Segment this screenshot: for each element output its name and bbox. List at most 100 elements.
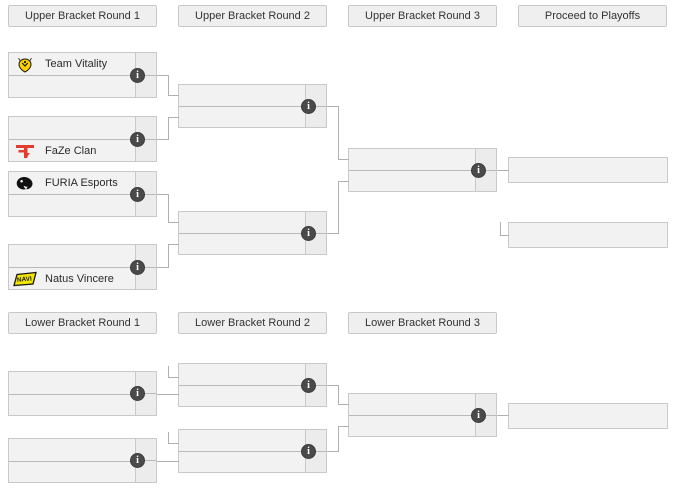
round-header-label: Upper Bracket Round 2 bbox=[195, 10, 310, 22]
match-row-top[interactable] bbox=[179, 430, 306, 451]
info-icon-glyph: i bbox=[307, 379, 310, 391]
score-column bbox=[136, 172, 156, 216]
match-info-icon[interactable]: i bbox=[301, 226, 316, 241]
match-row-top[interactable] bbox=[9, 245, 136, 267]
match-info-icon[interactable]: i bbox=[130, 187, 145, 202]
match-info-icon[interactable]: i bbox=[301, 378, 316, 393]
match-row-bottom[interactable]: NAVI Natus Vincere bbox=[9, 267, 136, 289]
lb-advance-slot[interactable] bbox=[508, 403, 668, 429]
team-name: FURIA Esports bbox=[45, 177, 118, 189]
match-ubr1-m4[interactable]: NAVI Natus Vincere bbox=[8, 244, 157, 290]
score-bottom bbox=[136, 74, 156, 98]
info-icon-glyph: i bbox=[307, 100, 310, 112]
connector-ubr2-m2-in-bottom bbox=[168, 244, 179, 245]
match-row-top[interactable] bbox=[179, 85, 306, 106]
match-info-icon[interactable]: i bbox=[301, 99, 316, 114]
team-name: Team Vitality bbox=[45, 58, 108, 70]
connector-lbr3-out bbox=[497, 415, 509, 416]
score-bottom bbox=[306, 450, 326, 473]
team-name: Natus Vincere bbox=[45, 272, 114, 285]
connector-ubr1-m4-out bbox=[157, 267, 169, 268]
score-bottom bbox=[476, 414, 496, 437]
match-row-top[interactable] bbox=[179, 212, 306, 233]
match-row-top[interactable] bbox=[9, 439, 136, 461]
info-icon-glyph: i bbox=[307, 445, 310, 457]
qualified-team-row[interactable] bbox=[509, 158, 667, 182]
connector-ubr2-m1-in-bottom bbox=[168, 117, 179, 118]
match-info-icon[interactable]: i bbox=[301, 444, 316, 459]
match-row-bottom[interactable] bbox=[9, 393, 136, 415]
playoff-slot-1[interactable] bbox=[508, 157, 668, 183]
match-row-bottom[interactable] bbox=[179, 106, 306, 127]
connector-lbr2-m1-out bbox=[327, 385, 339, 386]
match-lbr3-m1[interactable] bbox=[348, 393, 497, 437]
qualified-team-row[interactable] bbox=[509, 404, 667, 428]
score-bottom bbox=[136, 460, 156, 482]
round-header-lower-bracket-round-2[interactable]: Lower Bracket Round 2 bbox=[178, 312, 327, 334]
match-row-top[interactable] bbox=[9, 117, 136, 139]
score-bottom bbox=[136, 393, 156, 415]
match-info-icon[interactable]: i bbox=[130, 453, 145, 468]
round-header-upper-bracket-round-2[interactable]: Upper Bracket Round 2 bbox=[178, 5, 327, 27]
connector-ubr1-m2-vert bbox=[168, 117, 169, 140]
connector-playoff-slot-2-stub-horz bbox=[500, 235, 509, 236]
round-header-lower-bracket-round-1[interactable]: Lower Bracket Round 1 bbox=[8, 312, 157, 334]
match-info-icon[interactable]: i bbox=[471, 163, 486, 178]
match-row-top[interactable] bbox=[349, 394, 476, 415]
connector-ubr1-m1-out bbox=[157, 75, 169, 76]
match-row-bottom[interactable] bbox=[9, 460, 136, 482]
round-header-label: Lower Bracket Round 3 bbox=[365, 317, 480, 329]
match-info-icon[interactable]: i bbox=[130, 260, 145, 275]
score-bottom bbox=[476, 169, 496, 192]
connector-lbr2-m2-stub-horz bbox=[168, 443, 179, 444]
score-column bbox=[136, 117, 156, 161]
round-header-upper-bracket-round-1[interactable]: Upper Bracket Round 1 bbox=[8, 5, 157, 27]
match-info-icon[interactable]: i bbox=[471, 408, 486, 423]
playoff-slot-2[interactable] bbox=[508, 222, 668, 248]
match-row-bottom[interactable] bbox=[9, 75, 136, 97]
connector-ubr2-m1-out bbox=[327, 106, 339, 107]
connector-ubr1-m2-out bbox=[157, 139, 169, 140]
match-info-icon[interactable]: i bbox=[130, 386, 145, 401]
match-info-icon[interactable]: i bbox=[130, 132, 145, 147]
round-header-label: Proceed to Playoffs bbox=[544, 10, 641, 22]
round-header-proceed-to-playoffs[interactable]: Proceed to Playoffs bbox=[518, 5, 667, 27]
info-icon-glyph: i bbox=[136, 387, 139, 399]
match-ubr1-m2[interactable]: FaZe Clan bbox=[8, 116, 157, 162]
match-row-bottom[interactable] bbox=[349, 415, 476, 436]
match-ubr1-m1[interactable]: Team Vitality bbox=[8, 52, 157, 98]
score-column bbox=[136, 439, 156, 482]
match-row-bottom[interactable]: FaZe Clan bbox=[9, 139, 136, 161]
info-icon-glyph: i bbox=[136, 133, 139, 145]
info-icon-glyph: i bbox=[136, 69, 139, 81]
connector-lbr2-m2-vert bbox=[338, 426, 339, 452]
match-row-bottom[interactable] bbox=[179, 385, 306, 406]
navi-logo: NAVI bbox=[13, 269, 37, 289]
connector-ubr1-m3-out bbox=[157, 194, 169, 195]
round-header-lower-bracket-round-3[interactable]: Lower Bracket Round 3 bbox=[348, 312, 497, 334]
match-row-bottom[interactable] bbox=[349, 170, 476, 191]
connector-ubr2-m2-vert bbox=[338, 181, 339, 234]
connector-lbr2-m2-stub-vert bbox=[168, 432, 169, 444]
info-icon-glyph: i bbox=[136, 188, 139, 200]
connector-lbr1-m2-out bbox=[157, 461, 179, 462]
score-bottom bbox=[136, 193, 156, 217]
match-row-top[interactable] bbox=[179, 364, 306, 385]
connector-ubr2-m2-in-top bbox=[168, 222, 179, 223]
match-ubr2-m2[interactable] bbox=[178, 211, 327, 255]
match-row-bottom[interactable] bbox=[9, 194, 136, 216]
connector-ubr2-m2-out bbox=[327, 233, 339, 234]
match-info-icon[interactable]: i bbox=[130, 68, 145, 83]
connector-lbr2-m2-out bbox=[327, 451, 339, 452]
round-header-upper-bracket-round-3[interactable]: Upper Bracket Round 3 bbox=[348, 5, 497, 27]
match-row-top[interactable] bbox=[9, 372, 136, 394]
match-row-bottom[interactable] bbox=[179, 233, 306, 254]
match-row-top[interactable]: FURIA Esports bbox=[9, 172, 136, 194]
match-row-top[interactable] bbox=[349, 149, 476, 170]
info-icon-glyph: i bbox=[477, 409, 480, 421]
qualified-team-row[interactable] bbox=[509, 223, 667, 247]
match-row-top[interactable]: Team Vitality bbox=[9, 53, 136, 75]
match-row-bottom[interactable] bbox=[179, 451, 306, 472]
connector-lbr2-m1-stub-horz bbox=[168, 377, 179, 378]
